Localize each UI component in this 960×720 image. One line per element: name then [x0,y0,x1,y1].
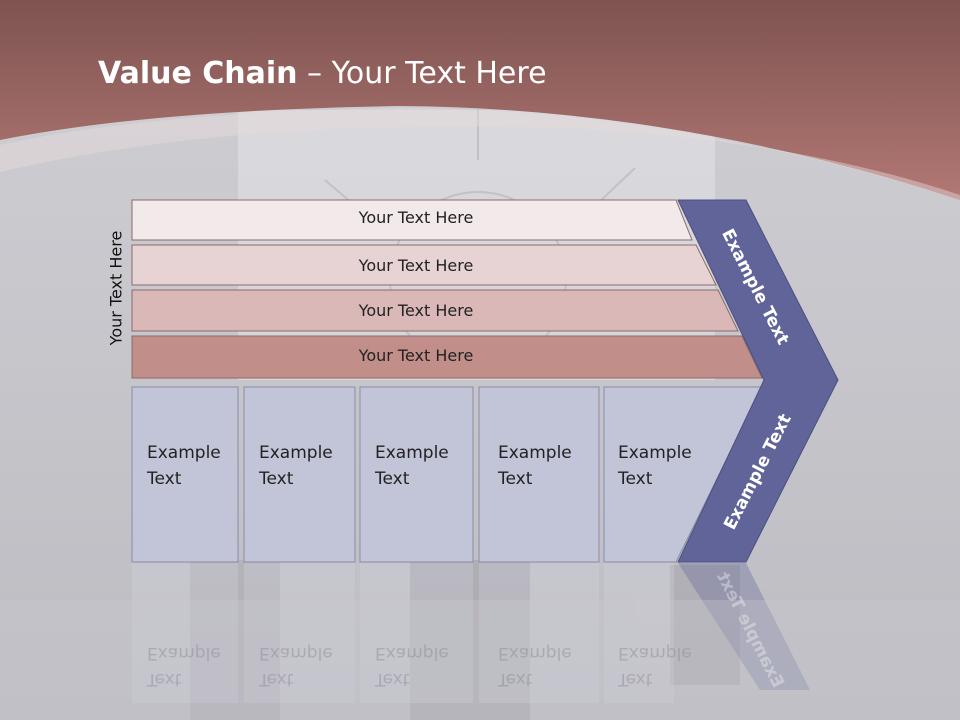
bar-3 [131,289,739,332]
box-5-line2: Text [618,469,653,489]
box-3-reflection: Text Example [375,640,449,692]
box-1-reflection-line1: Example [147,643,221,663]
box-2 [243,386,356,563]
box-1-reflection: Text Example [147,640,221,692]
box-4-reflection-line1: Example [498,643,572,663]
chevron-reflection [678,563,810,690]
box-4-line1: Example [498,443,572,463]
boxes-reflection [132,563,674,703]
box-3 [359,386,474,563]
bar-4-label: Your Text Here [358,346,474,365]
bar-2-label: Your Text Here [358,256,474,275]
photo-reflection-left [190,560,280,720]
slide-title: Value Chain – Your Text Here [98,56,547,91]
box-3-reflection-line1: Example [375,643,449,663]
box-1-line1: Example [147,443,221,463]
box-2-line1: Example [259,443,333,463]
side-label: Your Text Here [106,230,126,346]
bar-1-label: Your Text Here [358,208,474,227]
box-5-reflection: Text Example [618,640,692,692]
box-5-reflection-line2: Text [618,669,653,689]
box-1 [131,386,239,563]
bar-3-label: Your Text Here [358,301,474,320]
box-4-line2: Text [498,469,533,489]
box-2-reflection-line2: Text [259,669,294,689]
box-5-line1: Example [618,443,692,463]
box-5-reflection-line1: Example [618,643,692,663]
box-3-reflection-line2: Text [375,669,410,689]
bottom-fade [0,600,960,720]
box-4-reflection: Text Example [498,640,572,692]
box-3-line1: Example [375,443,449,463]
box-2-reflection: Text Example [259,640,333,692]
box-1-line2: Text [147,469,182,489]
value-chevron [677,199,839,563]
box-4-reflection-line2: Text [498,669,533,689]
photo-reflection-center [410,560,530,720]
box-3-line2: Text [375,469,410,489]
title-rest: – Your Text Here [297,56,547,91]
bar-1 [131,199,693,241]
box-1-reflection-line2: Text [147,669,182,689]
bar-2 [131,244,717,286]
box-4 [478,386,600,563]
box-2-reflection-line1: Example [259,643,333,663]
box-2-line2: Text [259,469,294,489]
photo-reflection-right [670,565,740,685]
title-bold: Value Chain [98,56,298,91]
bar-4 [131,335,763,379]
box-5 [603,386,763,563]
banner-highlight [0,108,960,200]
header-banner [0,0,960,200]
